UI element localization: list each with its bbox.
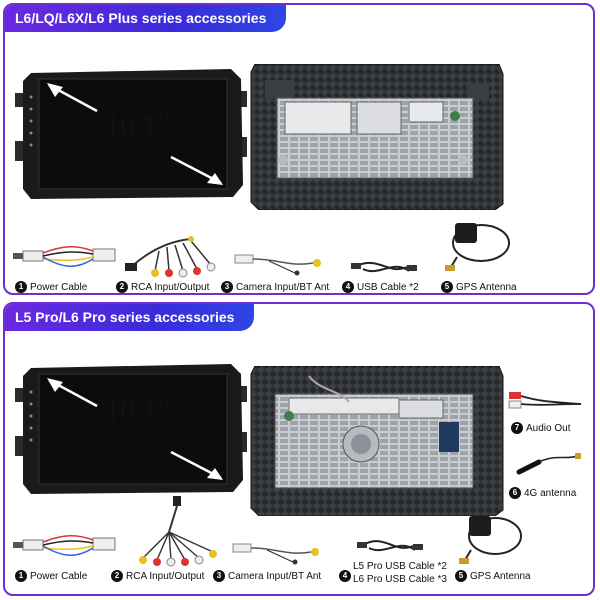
- accessory-number: 1: [15, 281, 27, 293]
- accessory-number: 7: [511, 422, 523, 434]
- audio-out-cable-image: [508, 392, 582, 409]
- accessory-number: 4: [342, 281, 354, 293]
- rca-cable-image: [125, 236, 216, 278]
- accessory-number: 2: [111, 570, 123, 582]
- accessory-label: RCA Input/Output: [131, 281, 210, 293]
- accessory-label: USB Cable *2: [357, 281, 419, 293]
- accessories-panel-plus: L6/LQ/L6X/L6 Plus series accessories 10.…: [3, 3, 595, 295]
- accessory-label: Power Cable: [30, 281, 88, 293]
- accessory-label: 4G antenna: [524, 487, 577, 499]
- usb-cable-image: [357, 540, 423, 551]
- accessory-label: Camera Input/BT Ant: [228, 570, 322, 582]
- accessory-caption-3: 3 Camera Input/BT Ant: [221, 281, 329, 293]
- screen-size-label: 10.1″: [105, 109, 170, 142]
- accessory-label-4b: L6 Pro USB Cable *3: [353, 574, 447, 585]
- accessory-caption-7: 7 Audio Out: [511, 422, 570, 434]
- accessory-caption-1: 1 Power Cable: [15, 281, 87, 293]
- power-cable-image: [13, 535, 116, 556]
- accessory-label: Camera Input/BT Ant: [236, 281, 330, 293]
- head-unit-front-image: [15, 69, 247, 199]
- accessory-number: 3: [221, 281, 233, 293]
- accessory-number: 4: [339, 570, 351, 582]
- accessory-caption-4: 4 USB Cable *2: [342, 281, 419, 293]
- camera-cable-image: [232, 543, 319, 565]
- accessory-label: Audio Out: [526, 422, 571, 434]
- accessory-label: GPS Antenna: [470, 570, 531, 582]
- screen-size-label: 10.1″: [105, 394, 170, 427]
- camera-cable-image: [234, 254, 321, 276]
- accessory-caption-2: 2 RCA Input/Output: [111, 570, 204, 582]
- frame-back-image: [250, 366, 504, 516]
- section-title: L5 Pro/L6 Pro series accessories: [5, 304, 255, 331]
- frame-back-image: [250, 64, 504, 210]
- 4g-antenna-image: [516, 453, 581, 475]
- accessories-panel-pro: L5 Pro/L6 Pro series accessories 10.1″: [3, 302, 595, 596]
- gps-antenna-image: [445, 223, 510, 271]
- accessory-caption-5: 5 GPS Antenna: [455, 570, 531, 582]
- usb-cable-image: [351, 262, 417, 272]
- accessory-label: GPS Antenna: [456, 281, 517, 293]
- accessory-label-4a: L5 Pro USB Cable *2: [353, 561, 447, 572]
- section-title: L6/LQ/L6X/L6 Plus series accessories: [5, 5, 287, 32]
- accessory-caption-1: 1 Power Cable: [15, 570, 87, 582]
- gps-antenna-image: [459, 516, 522, 564]
- accessory-number: 5: [441, 281, 453, 293]
- accessory-label: Power Cable: [30, 570, 88, 582]
- power-cable-image: [13, 246, 116, 267]
- accessory-caption-5: 5 GPS Antenna: [441, 281, 517, 293]
- rca-cable-image: [139, 496, 217, 567]
- accessory-number: 6: [509, 487, 521, 499]
- accessory-caption-2: 2 RCA Input/Output: [116, 281, 209, 293]
- accessory-label: RCA Input/Output: [126, 570, 205, 582]
- accessory-caption-4: 4: [339, 570, 354, 582]
- accessory-number: 3: [213, 570, 225, 582]
- accessory-caption-3: 3 Camera Input/BT Ant: [213, 570, 321, 582]
- accessory-number: 1: [15, 570, 27, 582]
- accessory-number: 5: [455, 570, 467, 582]
- accessory-number: 2: [116, 281, 128, 293]
- head-unit-front-image: [15, 364, 247, 494]
- accessory-caption-6: 6 4G antenna: [509, 487, 576, 499]
